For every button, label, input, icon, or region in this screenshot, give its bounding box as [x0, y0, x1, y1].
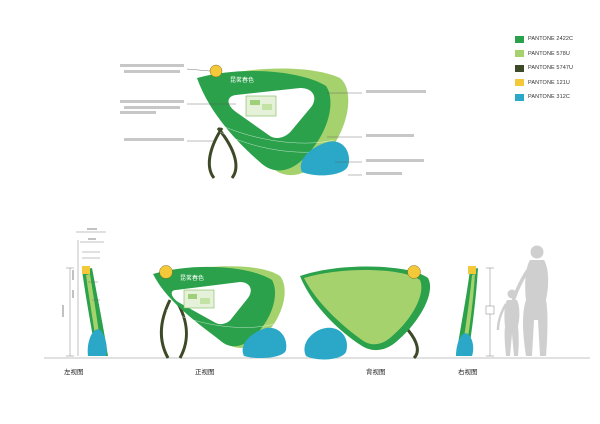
legend-item: PANTONE 312C [515, 90, 573, 105]
detail-leg-left [207, 127, 224, 179]
front-view: 昆茗春色 [153, 265, 287, 359]
view-label-right: 右视图 [458, 369, 478, 376]
legend-item: PANTONE 121U [515, 76, 573, 91]
legend-label: PANTONE 5747U [528, 65, 574, 72]
right-view-logo [468, 266, 476, 274]
legend-label: PANTONE 121U [528, 79, 570, 86]
child-body [504, 300, 520, 356]
detail-sign-title: 昆茗春色 [230, 76, 254, 84]
legend-swatch [515, 35, 524, 43]
back-view-logo [407, 265, 421, 279]
right-view-dimension-tag [485, 305, 495, 315]
front-view-rock [242, 327, 287, 358]
color-legend: PANTONE 2422C PANTONE 578U PANTONE 5747U PA… [515, 32, 573, 105]
view-label-front: 正视图 [195, 369, 215, 376]
view-label-back: 背视图 [366, 369, 386, 376]
right-view-rock [456, 333, 474, 356]
front-view-leg-left [160, 299, 172, 359]
legend-label: PANTONE 578U [528, 50, 570, 57]
back-view-panel [304, 269, 422, 345]
detail-view: 昆茗春色 [120, 64, 426, 179]
front-view-logo [159, 265, 173, 279]
front-view-map-block [200, 298, 210, 304]
left-view-dimensions [66, 231, 106, 357]
right-side-view [456, 266, 495, 357]
legend-item: PANTONE 2422C [515, 32, 573, 47]
back-view [300, 265, 431, 360]
detail-map-block [262, 104, 272, 110]
detail-annotations [186, 68, 362, 176]
detail-rock [300, 141, 350, 176]
front-view-sign-title: 昆茗春色 [180, 274, 204, 282]
back-view-rock [304, 327, 348, 360]
left-view-logo [82, 266, 90, 274]
view-label-left: 左视图 [64, 369, 84, 376]
detail-map-block [250, 100, 260, 105]
child-arm [496, 303, 508, 331]
legend-item: PANTONE 578U [515, 47, 573, 62]
front-view-map-block [188, 294, 197, 299]
detail-curve [213, 121, 335, 144]
detail-logo [209, 64, 223, 78]
legend-swatch [515, 93, 524, 101]
legend-swatch [515, 79, 524, 87]
human-silhouettes [496, 245, 549, 356]
front-view-curve [165, 309, 275, 328]
detail-annotation-text-blurred [120, 64, 426, 175]
adult-body [523, 260, 549, 356]
legend-label: PANTONE 312C [528, 94, 570, 101]
legend-swatch [515, 64, 524, 72]
left-view-dimension-text [62, 228, 97, 317]
legend-swatch [515, 50, 524, 58]
left-view-rock [87, 329, 107, 356]
back-view-leg-right [406, 329, 419, 360]
legend-label: PANTONE 2422C [528, 36, 574, 43]
legend-item: PANTONE 5747U [515, 61, 573, 76]
left-side-view [62, 228, 108, 357]
detail-leg-right [216, 127, 238, 179]
adult-head [530, 245, 544, 259]
child-head [507, 289, 517, 299]
